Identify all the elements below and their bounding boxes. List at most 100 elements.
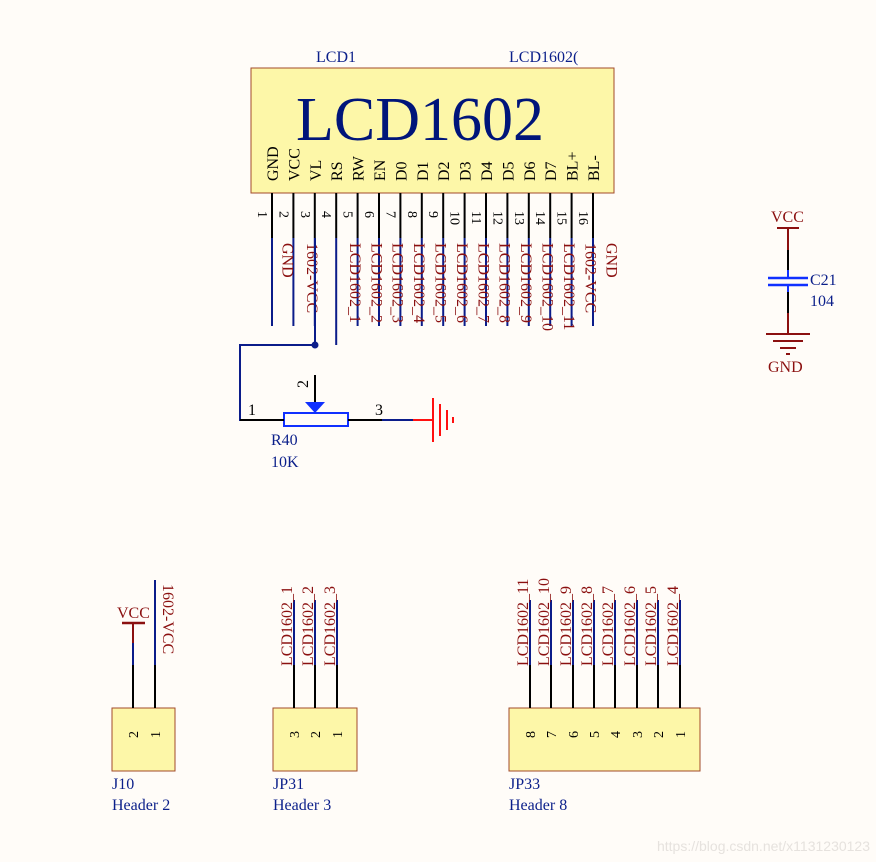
lcd-title: LCD1602 [296,86,544,154]
junction-dot [311,341,319,349]
lcd-pin-number: 16 [575,211,590,225]
net-label: LCD1602_2 [300,586,317,666]
jp33-body [508,707,701,772]
lcd-pin-number: 13 [511,211,526,225]
j10-pin-num-2: 2 [127,731,142,738]
jp31-designator: JP31 [273,776,304,793]
lcd-pin-9[interactable]: D2 9 [425,161,453,326]
net-label: LCD1602_5 [643,586,660,666]
jp33-designator: JP33 [509,776,540,793]
capacitor-c21[interactable]: VCC C21 104 GND [766,209,837,376]
lcd-pin-11[interactable]: D4 11 [468,161,496,326]
net-label: LCD1602_6 [453,243,470,323]
watermark: https://blog.csdn.net/x1131230123 [656,838,870,854]
j10-vcc-port-label: VCC [117,605,150,622]
lcd-pin-15[interactable]: BL+15 [554,152,582,326]
pot-pin2-num: 2 [295,380,312,388]
cap-designator: C21 [810,272,837,289]
lcd-pin-name: D5 [500,161,517,181]
lcd-comment: LCD1602( [509,49,578,66]
j10-pin-num-1: 1 [149,731,164,738]
lcd-pin-name: D7 [543,161,560,181]
lcd-pin-number: 1 [254,211,269,218]
net-label: LCD1602_1 [346,243,363,323]
pot-pin3-num: 3 [375,402,383,419]
cap-vcc-port-label: VCC [771,209,804,226]
header-j10[interactable]: VCC 1602-VCC 2 1 J10 Header 2 [111,580,176,814]
lcd-pin-4[interactable]: RS4 [318,161,346,238]
jp33-pin-number: 2 [652,731,667,738]
jp33-pin-number: 7 [545,731,560,738]
lcd1602-component[interactable]: LCD1 LCD1602( LCD1602 GND1VCC2VL3RS4RW5E… [250,49,620,345]
lcd-pin-7[interactable]: D0 7 [382,161,410,326]
lcd-pin-5[interactable]: RW5 [340,155,368,326]
jp33-pin-number: 4 [609,731,624,738]
lcd-pin-name: D3 [458,161,475,181]
lcd-pin-name: BL+ [565,152,582,181]
net-label: LCD1602_1 [279,586,296,666]
gnd-port-icon [766,333,810,355]
jp31-pin-number: 2 [309,731,324,738]
lcd-pin-6[interactable]: EN6 [361,159,389,326]
lcd-pin-number: 11 [468,211,483,224]
net-label: LCD1602_5 [432,243,449,323]
net-label: LCD1602_11 [515,579,532,666]
lcd-pin-1[interactable]: GND 1 [254,146,282,326]
jp33-pin-6[interactable]: 6 LCD1602_9 [558,586,582,738]
net-label: GND [603,243,620,278]
lcd-pin-number: 9 [425,211,440,218]
jp31-body [272,707,358,772]
net-label: LCD1602_8 [496,243,513,323]
lcd-pin-name: D2 [436,161,453,181]
lcd-pin-8[interactable]: D18 [404,161,432,326]
lcd-pin-number: 5 [340,211,355,218]
jp33-pin-2[interactable]: 2 LCD1602_5 [643,586,667,738]
jp31-comment: Header 3 [273,797,331,814]
pot-designator: R40 [271,432,298,449]
lcd-pin-name: D4 [479,161,496,181]
jp33-pin-number: 1 [674,731,689,738]
lcd-pin-number: 7 [382,211,397,218]
jp31-pin-2[interactable]: 2 LCD1602_2 [300,586,324,738]
net-label: LCD1602_9 [558,586,575,666]
pot-body [283,412,349,427]
lcd-pin-16[interactable]: BL-16 [575,155,603,326]
j10-designator: J10 [112,776,134,793]
j10-body [111,707,176,772]
lcd-pin-name: GND [265,146,282,181]
jp33-pin-number: 6 [567,731,582,738]
lcd-pin-number: 3 [297,211,312,218]
net-label: 1602-VCC [581,243,598,313]
lcd-pin-name: D1 [415,161,432,181]
j10-net-label: 1602-VCC [159,584,176,654]
cap-gnd-port-label: GND [768,359,803,376]
cap-value: 104 [810,293,834,310]
lcd-pin-name: VCC [286,148,303,181]
net-label: LCD1602_2 [367,243,384,323]
lcd-pin-name: EN [372,159,389,181]
net-label: LCD1602_6 [622,586,639,666]
potentiometer-r40[interactable]: 1 2 3 R40 10K [239,238,454,471]
net-label: GND [279,243,296,278]
jp31-pin-number: 3 [288,731,303,738]
jp31-pin-3[interactable]: 3 LCD1602_1 [279,586,303,738]
net-label: LCD1602_9 [517,243,534,323]
lcd-pin-name: D0 [393,161,410,181]
net-label: LCD1602_10 [539,243,556,331]
net-label: LCD1602_3 [389,243,406,323]
